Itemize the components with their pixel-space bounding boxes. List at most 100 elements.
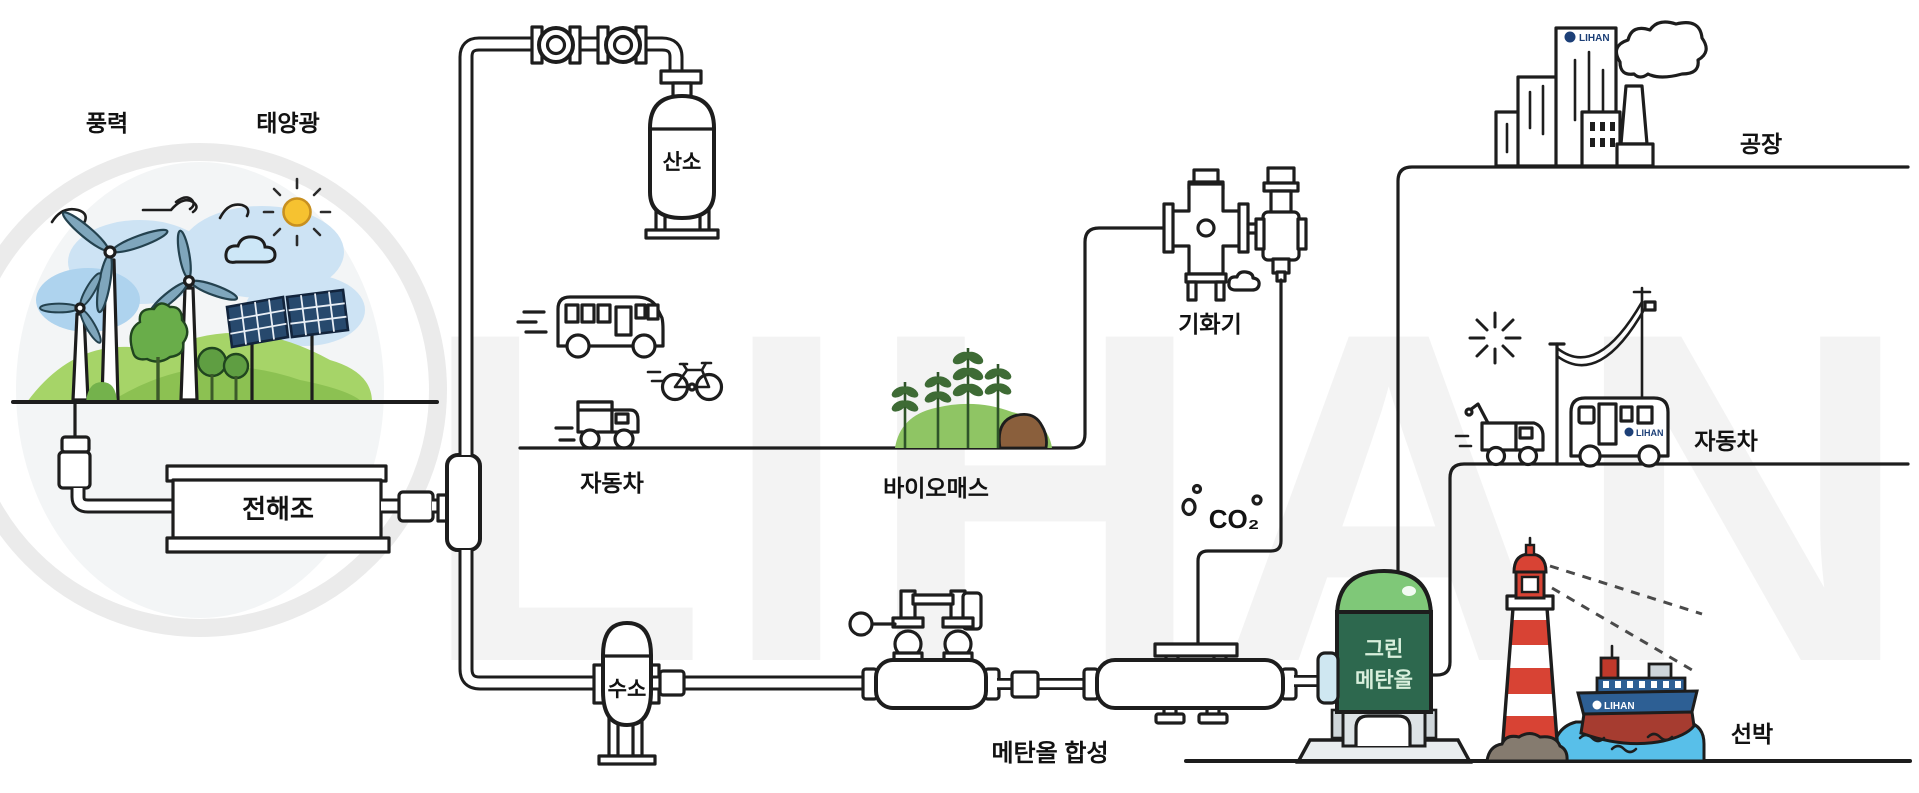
tank-dome <box>1334 568 1434 619</box>
reactor-top-plate <box>1153 642 1239 658</box>
catenary-wire <box>1548 286 1657 466</box>
svg-text:LIHAN: LIHAN <box>1636 428 1664 438</box>
biomass-label: 바이오매스 <box>883 475 989 501</box>
valve-icon <box>596 25 648 65</box>
bicycle-icon <box>646 361 724 402</box>
tank-inlet-port <box>1316 651 1340 705</box>
factory-building <box>1516 75 1560 168</box>
pipe-connector-box <box>658 669 686 697</box>
bus-icon: LIHAN <box>1569 396 1670 468</box>
vehicles-mid: 자동차 <box>516 295 724 496</box>
valve-handle-knob <box>848 611 874 637</box>
vaporizer-outlet-unit <box>1254 166 1308 283</box>
factory-label: 공장 <box>1740 131 1782 157</box>
synthesis-reactor-2 <box>1082 642 1298 725</box>
ship-label: 선박 <box>1731 721 1773 747</box>
wave-lines <box>1578 732 1674 754</box>
lighthouse-icon <box>1485 536 1569 763</box>
reactor-body <box>874 658 988 710</box>
tree <box>196 346 250 402</box>
reactor-body <box>1095 658 1285 710</box>
wind-label: 풍력 <box>86 110 128 136</box>
ship-hull-lower <box>1579 710 1696 746</box>
co2-bubble <box>1181 497 1197 517</box>
svg-text:LIHAN: LIHAN <box>1604 701 1635 712</box>
bus-icon <box>516 295 665 359</box>
pipe-connector-box <box>1010 670 1040 699</box>
watermark-ring <box>0 143 447 637</box>
harbor-section: LIHAN 선박 <box>1184 536 1912 763</box>
gas-puff-icon <box>1227 270 1261 292</box>
synthesis-reactor-1 <box>848 589 1001 710</box>
tank-body <box>1335 610 1433 714</box>
electrolyzer-body <box>171 478 383 540</box>
pipe-biomass-to-vaporizer <box>518 226 1170 450</box>
valve-icon <box>530 25 582 65</box>
speed-lines-icon <box>1454 434 1473 448</box>
co2-section: CO₂ <box>1181 278 1283 647</box>
factory-chimney <box>1619 84 1649 146</box>
electrolyzer-bottom-flange <box>165 536 391 554</box>
wind-swirl-icon <box>218 203 250 220</box>
brand-logo: LIHAN <box>1564 31 1610 44</box>
wind-turbine <box>61 211 169 402</box>
smoke-cloud-icon <box>1614 20 1708 79</box>
vaporizer-section: 기화기 <box>1162 166 1308 337</box>
speed-lines-icon <box>554 426 576 442</box>
oxygen-tank: 산소 <box>644 94 720 240</box>
vaporizer-label: 기화기 <box>1178 311 1241 337</box>
co2-bubble <box>1191 483 1203 495</box>
vaporizer-unit <box>1162 168 1261 302</box>
lighthouse-lamp <box>1520 575 1540 594</box>
wind-swirl-icon <box>174 196 195 211</box>
tree <box>129 302 189 401</box>
green-methanol-label-1: 그린 <box>1365 638 1404 661</box>
electrolyzer-outlet-box <box>397 490 435 523</box>
sparkle-icon <box>1468 311 1522 365</box>
pipe-to-vehicles <box>1429 462 1910 677</box>
wheat-leaves <box>891 351 1012 412</box>
power-connector-box <box>57 450 92 490</box>
biomass-mound <box>997 412 1048 450</box>
speed-lines-icon <box>516 310 548 334</box>
junction-manifold <box>445 453 482 552</box>
ship-windows <box>1603 681 1681 688</box>
green-methanol-tank: 그린 메탄올 <box>1295 568 1473 764</box>
sun-icon <box>262 177 332 247</box>
pipe-to-factory <box>1396 165 1910 574</box>
factory-windows <box>1590 122 1615 147</box>
tank-base-arch <box>1354 714 1412 746</box>
co2-bubble <box>1251 494 1263 506</box>
valve-bridge <box>911 593 955 606</box>
hydrogen-label: 수소 <box>608 678 647 701</box>
wheat-icon <box>903 348 1000 448</box>
dome-highlight <box>1402 586 1416 596</box>
solar-label: 태양광 <box>256 110 319 136</box>
bush <box>86 382 117 402</box>
electrolyzer-section: 전해조 <box>57 400 482 554</box>
cloud-icon <box>224 235 277 264</box>
vehicles-right-label: 자동차 <box>1694 428 1757 454</box>
rocks <box>1485 732 1569 763</box>
speed-lines-icon <box>646 370 665 383</box>
methanol-synthesis-section: 수소 <box>458 550 1322 767</box>
electrolyzer-label: 전해조 <box>242 494 314 524</box>
svg-text:LIHAN: LIHAN <box>1579 33 1610 44</box>
oxygen-line: 산소 <box>458 25 720 455</box>
ship-icon: LIHAN <box>1576 644 1699 746</box>
co2-label: CO₂ <box>1209 504 1260 534</box>
vehicles-mid-label: 자동차 <box>580 470 643 496</box>
methanol-synthesis-label: 메탄올 합성 <box>991 740 1108 767</box>
vehicles-right-section: LIHAN 자동차 <box>1454 286 1758 468</box>
solar-panel <box>225 288 350 402</box>
green-methanol-label-2: 메탄올 <box>1355 669 1413 692</box>
biomass-section: 바이오매스 <box>518 226 1170 501</box>
brand-logo: LIHAN <box>1592 700 1635 712</box>
truck-icon <box>1454 402 1545 467</box>
pipe-co2 <box>1196 278 1283 647</box>
oxygen-tank-fitting <box>659 69 703 85</box>
factory-section: LIHAN 공장 <box>1494 20 1782 168</box>
oxygen-label: 산소 <box>663 151 702 174</box>
